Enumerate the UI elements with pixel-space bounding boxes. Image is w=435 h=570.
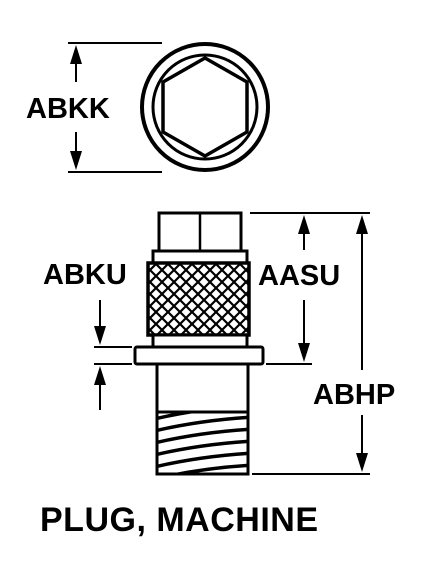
head-collar [151,249,249,265]
dimension-label-aasu: AASU [258,260,340,292]
abkk-arrow-up [70,45,82,82]
dimension-label-abhp: ABHP [313,379,395,411]
outer-circle [140,42,270,172]
lower-collar [151,333,249,349]
abku-arrow-up [94,366,106,410]
top-view: ABKK [26,42,270,173]
abhp-arrow-down [356,415,368,472]
dimension-label-abkk: ABKK [26,93,110,125]
abkk-arrow-down [70,132,82,170]
dimension-label-abku: ABKU [43,259,127,291]
aasu-arrow-down [298,300,310,362]
flange [133,345,265,366]
aasu-arrow-up [298,215,310,250]
knurled-grip [146,261,251,337]
threaded-shank [155,410,250,476]
drawing-title: PLUG, MACHINE [40,501,319,539]
hex-socket-icon [161,55,249,159]
side-view: ABKU AASU A [43,211,395,476]
inner-circle [151,53,259,161]
abku-arrow-down [94,300,106,345]
body [155,362,250,414]
abhp-arrow-up [356,215,368,370]
